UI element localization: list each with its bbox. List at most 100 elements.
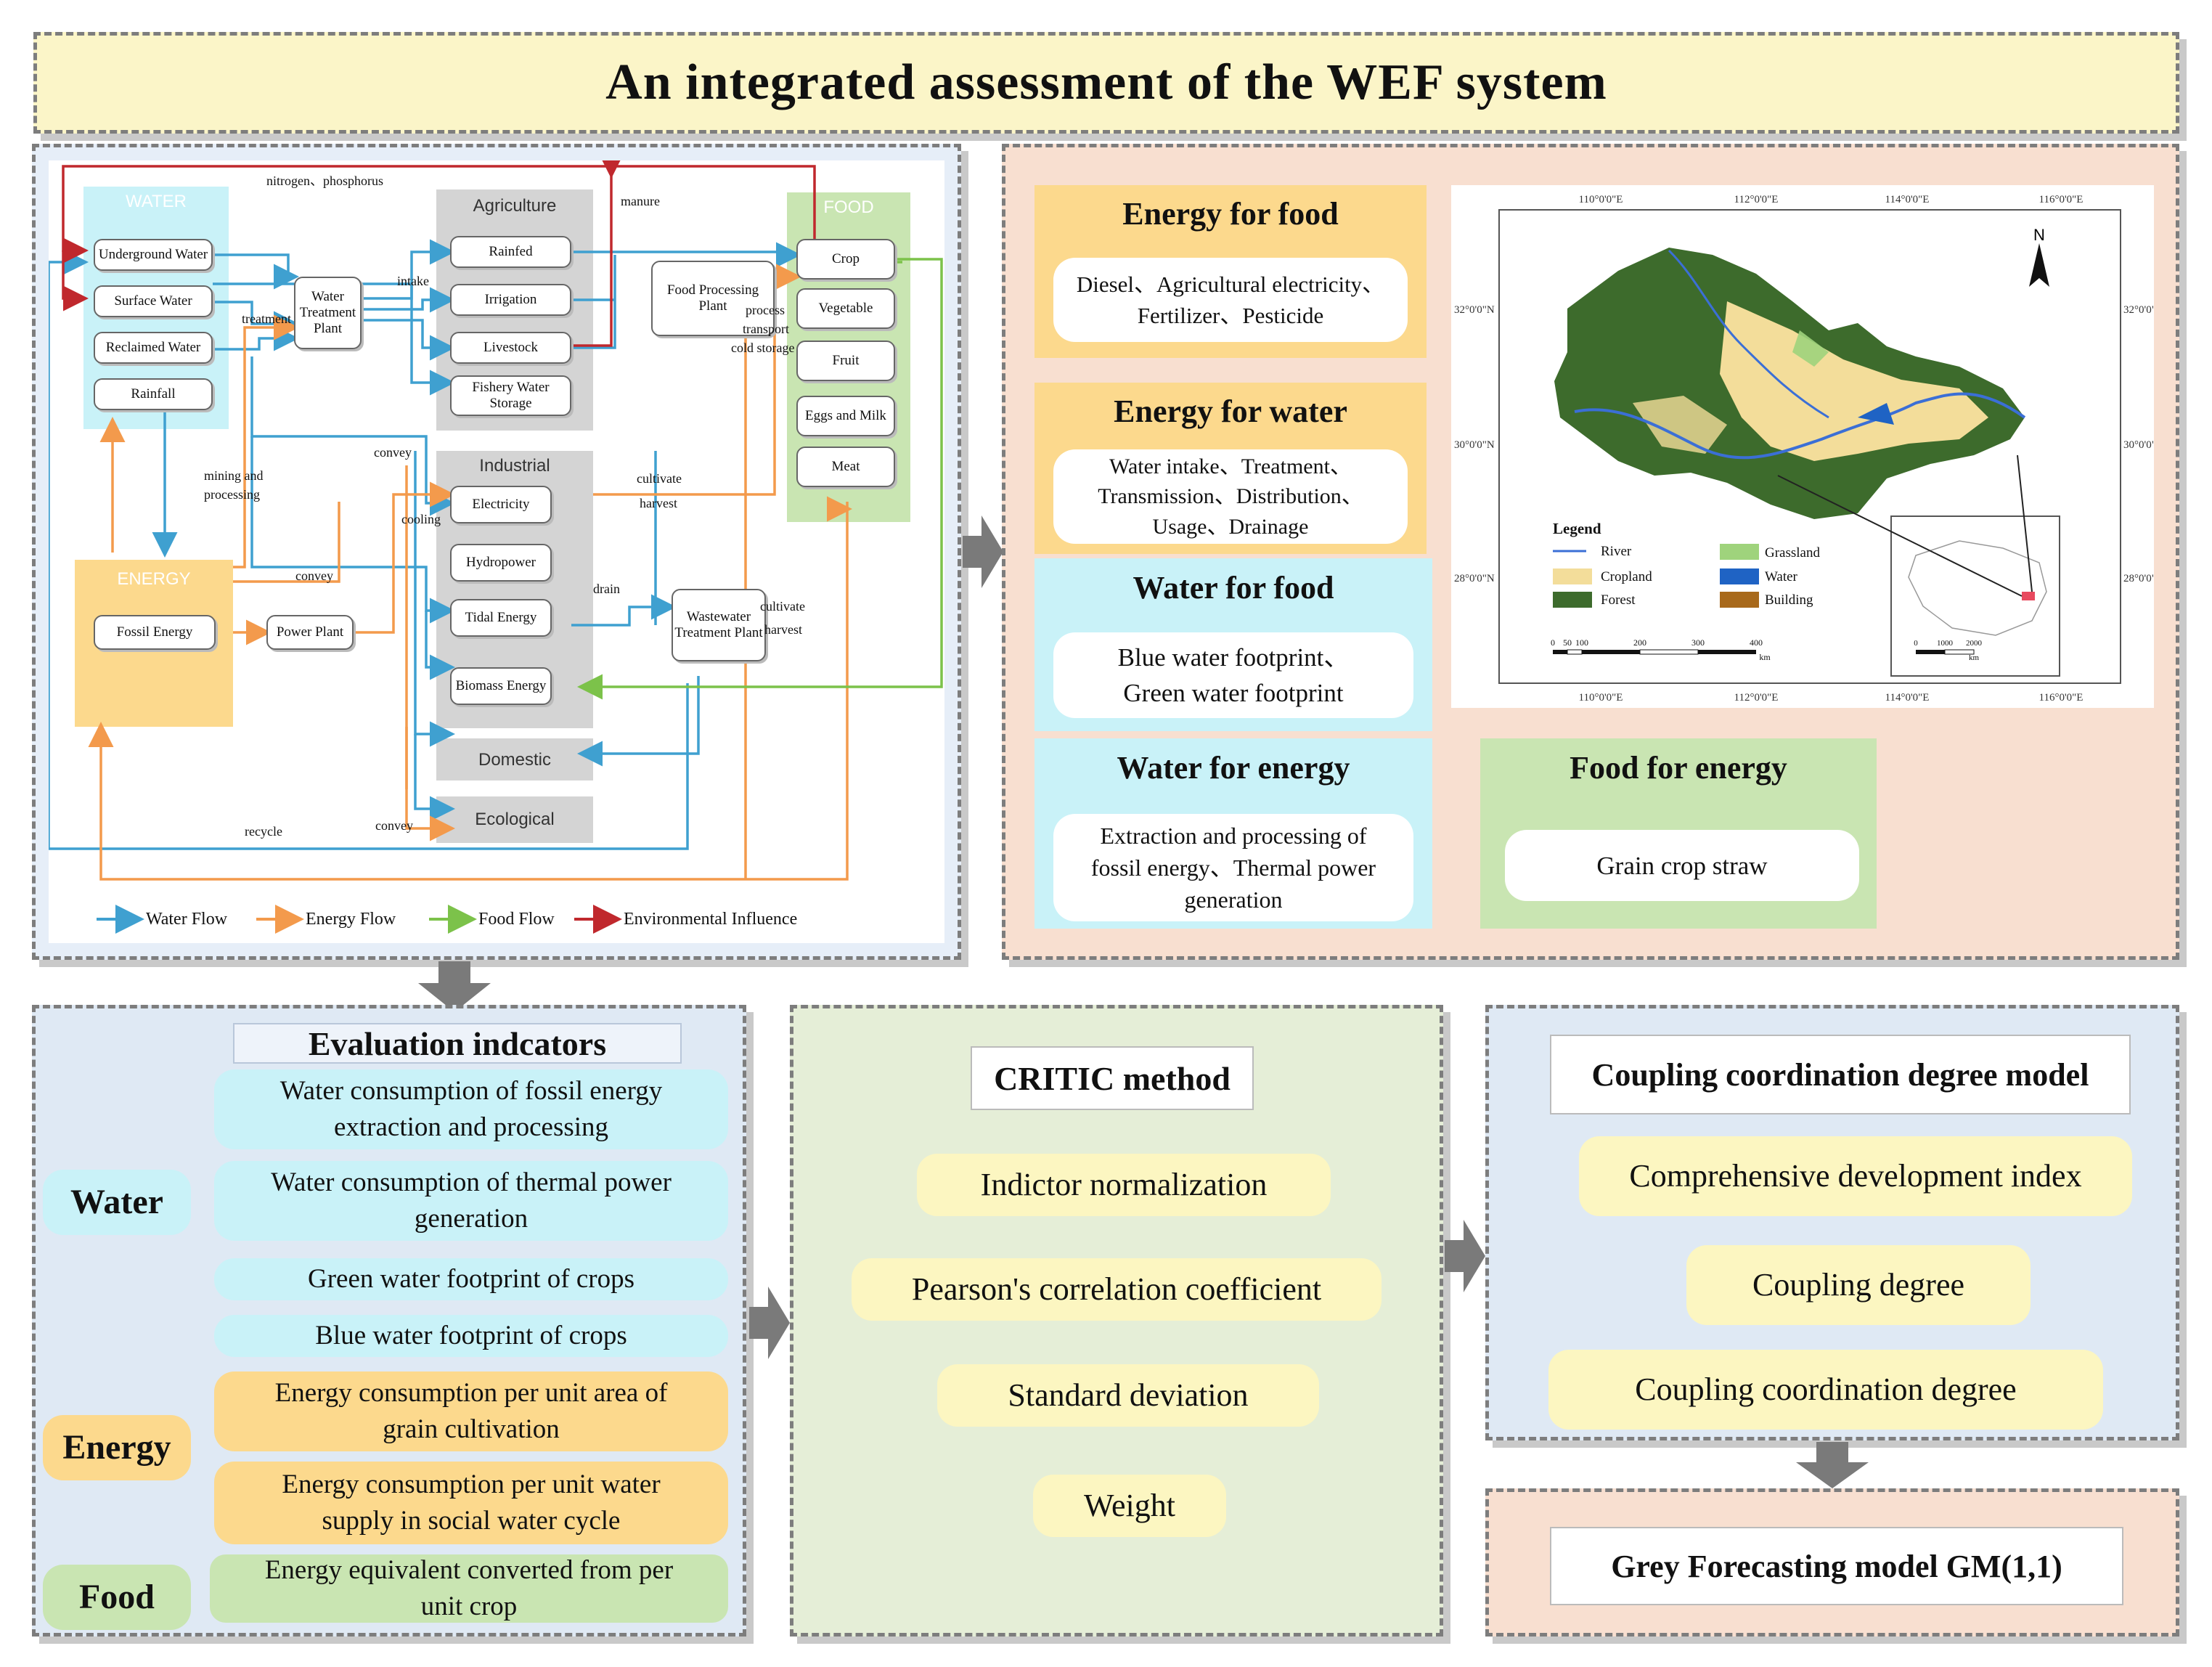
map-legend-water: Water — [1765, 569, 1798, 584]
food-for-energy-title: Food for energy — [1570, 749, 1787, 786]
node-livestock: Livestock — [450, 332, 571, 364]
indicator-food-energy-equivalent: Energy equivalent converted from per uni… — [210, 1554, 728, 1623]
critic-step-normalization: Indictor normalization — [917, 1154, 1331, 1216]
scale-unit: km — [1759, 652, 1771, 662]
label-cooling: cooling — [401, 512, 441, 526]
flow-diagram-canvas: WATER ENERGY FOOD Agriculture Industrial… — [49, 160, 944, 943]
lon-tick-112-bottom: 112°0'0"E — [1734, 692, 1779, 704]
food-for-energy-text: Grain crop straw — [1505, 830, 1859, 901]
coupling-step-coupling-degree: Coupling degree — [1686, 1245, 2031, 1325]
coupling-title: Coupling coordination degree model — [1550, 1035, 2131, 1114]
legend-energy-flow: Energy Flow — [306, 910, 396, 929]
arrow-right-icon — [963, 515, 1003, 588]
indicator-water-thermal: Water consumption of thermal power gener… — [214, 1161, 728, 1241]
agriculture-group-label: Agriculture — [473, 196, 557, 216]
node-fruit: Fruit — [796, 341, 895, 381]
legend-environmental-influence: Environmental Influence — [624, 910, 798, 929]
evaluation-title: Evaluation indcators — [233, 1023, 682, 1064]
domestic-group-label: Domestic — [478, 750, 552, 770]
lon-tick-116-bottom: 116°0'0"E — [2039, 692, 2084, 704]
label-mining: mining and — [204, 468, 264, 483]
node-tidal-energy: Tidal Energy — [450, 599, 552, 637]
label-process: process — [746, 303, 785, 317]
map-legend-forest: Forest — [1601, 592, 1636, 608]
critic-title: CRITIC method — [971, 1046, 1254, 1110]
legend-food-flow: Food Flow — [478, 910, 555, 929]
lon-tick-112-top: 112°0'0"E — [1734, 194, 1779, 205]
lon-tick-114-top: 114°0'0"E — [1885, 194, 1930, 205]
node-underground-water: Underground Water — [94, 239, 213, 271]
critic-step-pearson: Pearson's correlation coefficient — [852, 1258, 1382, 1321]
lat-tick-28-left: 28°0'0"N — [1454, 573, 1495, 584]
arrow-right-icon — [749, 1287, 790, 1359]
label-processing: processing — [204, 487, 260, 502]
indicator-blue-water: Blue water footprint of crops — [214, 1315, 728, 1357]
north-arrow-icon — [2029, 243, 2049, 287]
water-group-label: WATER — [126, 192, 187, 211]
node-fishery-water-storage: Fishery Water Storage — [450, 375, 571, 416]
lon-tick-110-bottom: 110°0'0"E — [1579, 692, 1623, 704]
node-food-processing-plant: Food Processing Plant — [651, 261, 775, 336]
label-cultivate-1: cultivate — [637, 471, 682, 486]
domestic-group-bg — [436, 738, 593, 780]
node-rainfall: Rainfall — [94, 378, 213, 410]
lat-tick-32-left: 32°0'0"N — [1454, 304, 1495, 316]
critic-step-standard-deviation: Standard deviation — [937, 1364, 1319, 1427]
energy-for-water-title: Energy for water — [1114, 393, 1347, 429]
node-surface-water: Surface Water — [94, 285, 213, 317]
lon-tick-116-top: 116°0'0"E — [2039, 194, 2084, 205]
scale-0: 0 — [1551, 637, 1555, 648]
page-title: An integrated assessment of the WEF syst… — [33, 32, 2179, 134]
node-hydropower: Hydropower — [450, 544, 552, 582]
inset-scale-1000: 1000 — [1937, 639, 1954, 648]
inset-scale-2000: 2000 — [1966, 639, 1983, 648]
scale-50: 50 — [1563, 637, 1572, 648]
energy-for-water-text: Water intake、Treatment、 Transmission、Dis… — [1053, 449, 1408, 544]
map-legend-river: River — [1601, 544, 1632, 559]
label-harvest-2: harvest — [764, 622, 802, 637]
coupling-step-coordination-degree: Coupling coordination degree — [1548, 1350, 2103, 1430]
coupling-step-cdi: Comprehensive development index — [1579, 1136, 2132, 1216]
map-legend-building: Building — [1765, 592, 1813, 608]
scale-100: 100 — [1575, 637, 1588, 648]
main-scale-bar: 0 50 100 200 300 400 km — [1551, 637, 1771, 662]
energy-for-food-title: Energy for food — [1122, 195, 1339, 232]
indicator-energy-water-supply: Energy consumption per unit water supply… — [214, 1462, 728, 1544]
label-nitrogen-phosphorus: nitrogen、phosphorus — [266, 174, 383, 188]
map-legend-title: Legend — [1553, 520, 1601, 537]
label-treatment: treatment — [242, 311, 291, 326]
water-for-energy-box: Water for energy Extraction and processi… — [1034, 738, 1432, 929]
indicator-water-fossil: Water consumption of fossil energy extra… — [214, 1069, 728, 1149]
node-vegetable: Vegetable — [796, 288, 895, 329]
energy-for-food-text: Diesel、Agricultural electricity、 Fertili… — [1053, 258, 1408, 342]
node-crop: Crop — [796, 239, 895, 280]
indicator-energy-grain: Energy consumption per unit area of grai… — [214, 1371, 728, 1451]
water-for-food-title: Water for food — [1132, 569, 1334, 606]
node-meat: Meat — [796, 447, 895, 487]
lon-tick-110-top: 110°0'0"E — [1579, 194, 1623, 205]
arrow-right-icon — [1445, 1220, 1485, 1292]
node-eggs-and-milk: Eggs and Milk — [796, 396, 895, 436]
node-fossil-energy: Fossil Energy — [94, 615, 216, 650]
study-area-map: 110°0'0"E 112°0'0"E 114°0'0"E 116°0'0"E … — [1451, 185, 2154, 708]
map-drawing: 110°0'0"E 112°0'0"E 114°0'0"E 116°0'0"E … — [1454, 194, 2154, 704]
evaluation-indicators-panel: Evaluation indcators Water Energy Food W… — [32, 1005, 746, 1637]
label-recycle: recycle — [245, 824, 282, 839]
label-intake: intake — [397, 274, 429, 288]
category-food: Food — [43, 1565, 191, 1630]
wef-flow-diagram-panel: WATER ENERGY FOOD Agriculture Industrial… — [32, 144, 961, 960]
label-manure: manure — [621, 194, 660, 208]
lat-tick-30-right: 30°0'0"N — [2123, 439, 2154, 451]
scale-400: 400 — [1750, 637, 1763, 648]
category-energy: Energy — [43, 1415, 191, 1480]
category-water: Water — [43, 1170, 191, 1235]
label-convey-2: convey — [295, 568, 333, 583]
energy-group-label: ENERGY — [117, 569, 191, 589]
water-for-food-box: Water for food Blue water footprint、 Gre… — [1034, 558, 1432, 731]
coupling-coordination-panel: Coupling coordination degree model Compr… — [1485, 1005, 2179, 1440]
node-biomass-energy: Biomass Energy — [450, 667, 552, 705]
industrial-group-label: Industrial — [479, 456, 550, 476]
lon-tick-114-bottom: 114°0'0"E — [1885, 692, 1930, 704]
ecological-group-bg — [436, 796, 593, 843]
north-label: N — [2033, 226, 2045, 244]
